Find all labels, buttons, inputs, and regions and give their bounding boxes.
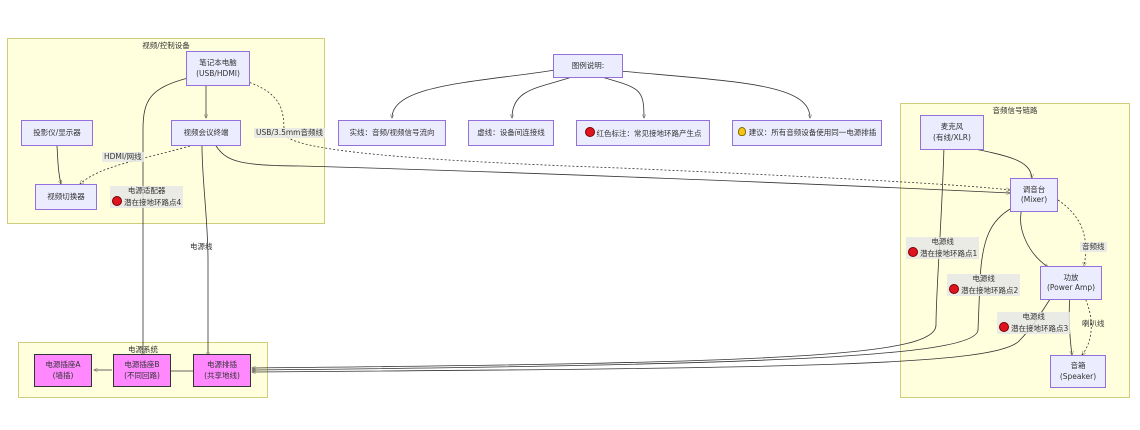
node-title: 图例说明: <box>571 60 605 70</box>
red-circle-icon <box>584 126 595 137</box>
node-subtitle: (墙插) <box>52 370 74 380</box>
socket-a-node[interactable]: 电源插座A (墙插) <box>34 354 92 387</box>
edge-label-audioline: 音频线 <box>1080 242 1107 252</box>
legend-red-text: 红色标注：常见接地环路产生点 <box>596 128 702 138</box>
microphone-node[interactable]: 麦克风 (有线/XLR) <box>920 115 984 150</box>
edge-projector-switcher <box>56 145 61 184</box>
red-circle-icon <box>112 195 122 206</box>
legend-tip-node[interactable]: 建议：所有音频设备使用同一电源排插 <box>732 120 882 146</box>
edge-label-hdmi: HDMI/网线 <box>102 152 144 162</box>
node-subtitle: (不同回路) <box>124 370 160 380</box>
laptop-node[interactable]: 笔记本电脑 (USB/HDMI) <box>186 51 250 86</box>
legend-dashed-node[interactable]: 虚线：设备间连接线 <box>468 120 554 146</box>
edge-label-point2: 电源线 潜在接地环路点2 <box>947 274 1021 296</box>
edge-label-line: 电源线 <box>972 274 995 283</box>
node-title: 投影仪/显示器 <box>33 127 81 137</box>
edge-label-point1: 电源线 潜在接地环路点1 <box>906 237 980 259</box>
node-subtitle: (USB/HDMI) <box>196 68 240 78</box>
edge-laptop-strip <box>143 77 189 356</box>
node-title: 电源插座A <box>45 360 81 370</box>
red-circle-icon <box>908 246 918 257</box>
ground-point-text: 潜在接地环路点1 <box>920 248 978 258</box>
lightbulb-icon <box>737 127 746 137</box>
node-title: 建议：所有音频设备使用同一电源排插 <box>737 127 877 138</box>
edge-label-line: 电源线 <box>1022 312 1045 321</box>
legend-tip-text: 建议：所有音频设备使用同一电源排插 <box>748 128 877 138</box>
edge-label-line: 电源适配器 <box>127 186 166 195</box>
edge-mixer-amp-audio <box>1057 199 1086 266</box>
node-subtitle: (共享地线) <box>204 370 240 380</box>
node-title: 实线：音频/视频信号流向 <box>349 127 435 137</box>
edge-conf-switcher <box>80 145 191 184</box>
edge-mic-mixer <box>959 145 1032 178</box>
legend-red-node[interactable]: 红色标注：常见接地环路产生点 <box>576 120 710 146</box>
mixer-node[interactable]: 调音台 (Mixer) <box>1010 178 1058 212</box>
edge-label-point3: 电源线 潜在接地环路点3 <box>997 312 1071 334</box>
node-subtitle: (Mixer) <box>1020 195 1048 204</box>
edge-label-adapter: 电源适配器 潜在接地环路点4 <box>110 186 184 208</box>
edge-mixer-amp <box>1020 207 1048 267</box>
node-subtitle: (Speaker) <box>1059 371 1097 381</box>
edge-label-powerline: 电源线 <box>190 242 213 251</box>
red-circle-icon <box>949 283 959 294</box>
node-subtitle: (有线/XLR) <box>933 132 971 142</box>
edge-label-line: 电源线 <box>931 237 954 246</box>
conference-terminal-node[interactable]: 视频会议终端 <box>171 120 241 146</box>
power-strip-node[interactable]: 电源排插 (共享地线) <box>193 354 251 387</box>
video-switcher-node[interactable]: 视频切换器 <box>35 184 97 210</box>
legend-solid-node[interactable]: 实线：音频/视频信号流向 <box>338 120 446 146</box>
node-title: 视频会议终端 <box>183 127 229 137</box>
cluster-title: 视频/控制设备 <box>142 41 190 50</box>
node-title: 红色标注：常见接地环路产生点 <box>584 126 702 139</box>
edge-label-line: 潜在接地环路点2 <box>949 283 1019 296</box>
cluster-title: 音频信号链路 <box>992 106 1038 115</box>
power-amp-node[interactable]: 功放 (Power Amp) <box>1040 266 1102 300</box>
node-title: 麦克风 <box>940 122 964 132</box>
edge-legend-dashed <box>512 75 576 118</box>
node-title: 虚线：设备间连接线 <box>477 127 545 137</box>
edge-conf-strip <box>201 145 208 356</box>
edge-label-line: 潜在接地环路点1 <box>908 246 978 259</box>
node-title: 笔记本电脑 <box>199 58 237 68</box>
node-title: 调音台 <box>1022 184 1046 194</box>
projector-node[interactable]: 投影仪/显示器 <box>21 120 93 146</box>
node-title: 视频切换器 <box>47 191 85 201</box>
edge-conf-mixer <box>215 145 1010 193</box>
ground-point-text: 潜在接地环路点4 <box>124 197 182 207</box>
edge-label-line: 潜在接地环路点3 <box>999 321 1069 334</box>
node-title: 电源排插 <box>207 360 237 370</box>
edge-label-line: 潜在接地环路点4 <box>112 195 182 208</box>
edge-legend-red <box>597 75 644 118</box>
edge-amp-strip <box>252 295 1053 372</box>
edge-label-usb: USB/3.5mm音频线 <box>254 128 325 138</box>
node-title: 电源插座B <box>124 360 160 370</box>
node-subtitle: (Power Amp) <box>1046 283 1096 292</box>
edge-label-speakerline: 喇叭线 <box>1082 319 1105 328</box>
ground-point-text: 潜在接地环路点2 <box>961 285 1019 295</box>
edge-mixer-strip <box>252 207 1013 370</box>
red-circle-icon <box>999 321 1009 332</box>
edge-mic-strip <box>252 145 945 368</box>
legend-node[interactable]: 图例说明: <box>553 54 623 78</box>
node-title: 音箱 <box>1070 361 1086 371</box>
edge-amp-speaker-wire <box>1082 295 1092 355</box>
edge-laptop-mixer <box>241 79 1010 190</box>
ground-point-text: 潜在接地环路点3 <box>1011 323 1069 333</box>
edge-legend-solid <box>392 69 556 118</box>
speaker-node[interactable]: 音箱 (Speaker) <box>1050 355 1106 388</box>
edge-legend-tip <box>619 70 810 118</box>
node-title: 功放 <box>1063 272 1079 282</box>
socket-b-node[interactable]: 电源插座B (不同回路) <box>113 354 171 387</box>
